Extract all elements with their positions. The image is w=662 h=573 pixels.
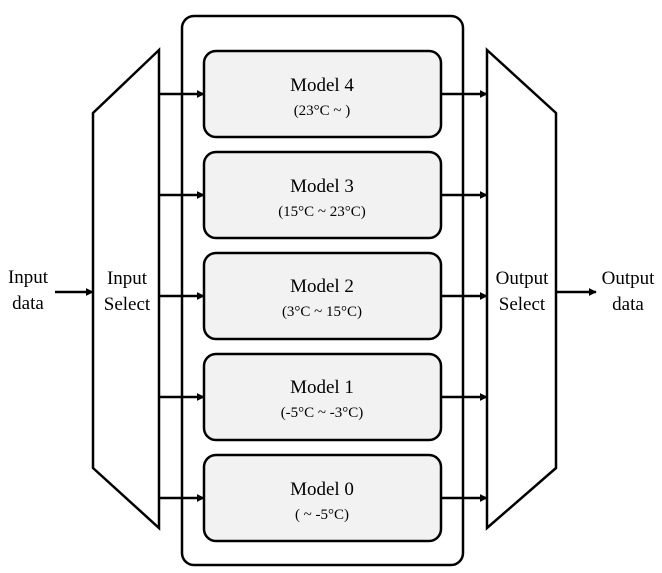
output-select-block: [485, 47, 558, 531]
output-select-label-line2: Select: [499, 294, 546, 315]
input-select-label-line1: Input: [107, 268, 148, 289]
model-0-range: ( ~ -5°C): [295, 507, 349, 523]
output-data-label-line1: Output: [602, 268, 656, 289]
model-1-range: (-5°C ~ -3°C): [281, 405, 364, 421]
output-select-label-line1: Output: [496, 268, 550, 289]
model-4-range: (23°C ~ ): [294, 103, 351, 119]
model-3-name: Model 3: [290, 176, 354, 197]
input-select-label-line2: Select: [104, 294, 151, 315]
model-3-range: (15°C ~ 23°C): [278, 204, 366, 220]
output-data-label-line2: data: [612, 294, 644, 315]
model-2-name: Model 2: [290, 276, 354, 297]
model-0-name: Model 0: [290, 479, 354, 500]
input-select-block: [91, 47, 161, 531]
model-4-name: Model 4: [290, 75, 354, 96]
input-data-label-line2: data: [12, 293, 44, 314]
input-data-label-line1: Input: [8, 267, 49, 288]
model-1-name: Model 1: [290, 377, 354, 398]
model-2-range: (3°C ~ 15°C): [282, 304, 362, 320]
